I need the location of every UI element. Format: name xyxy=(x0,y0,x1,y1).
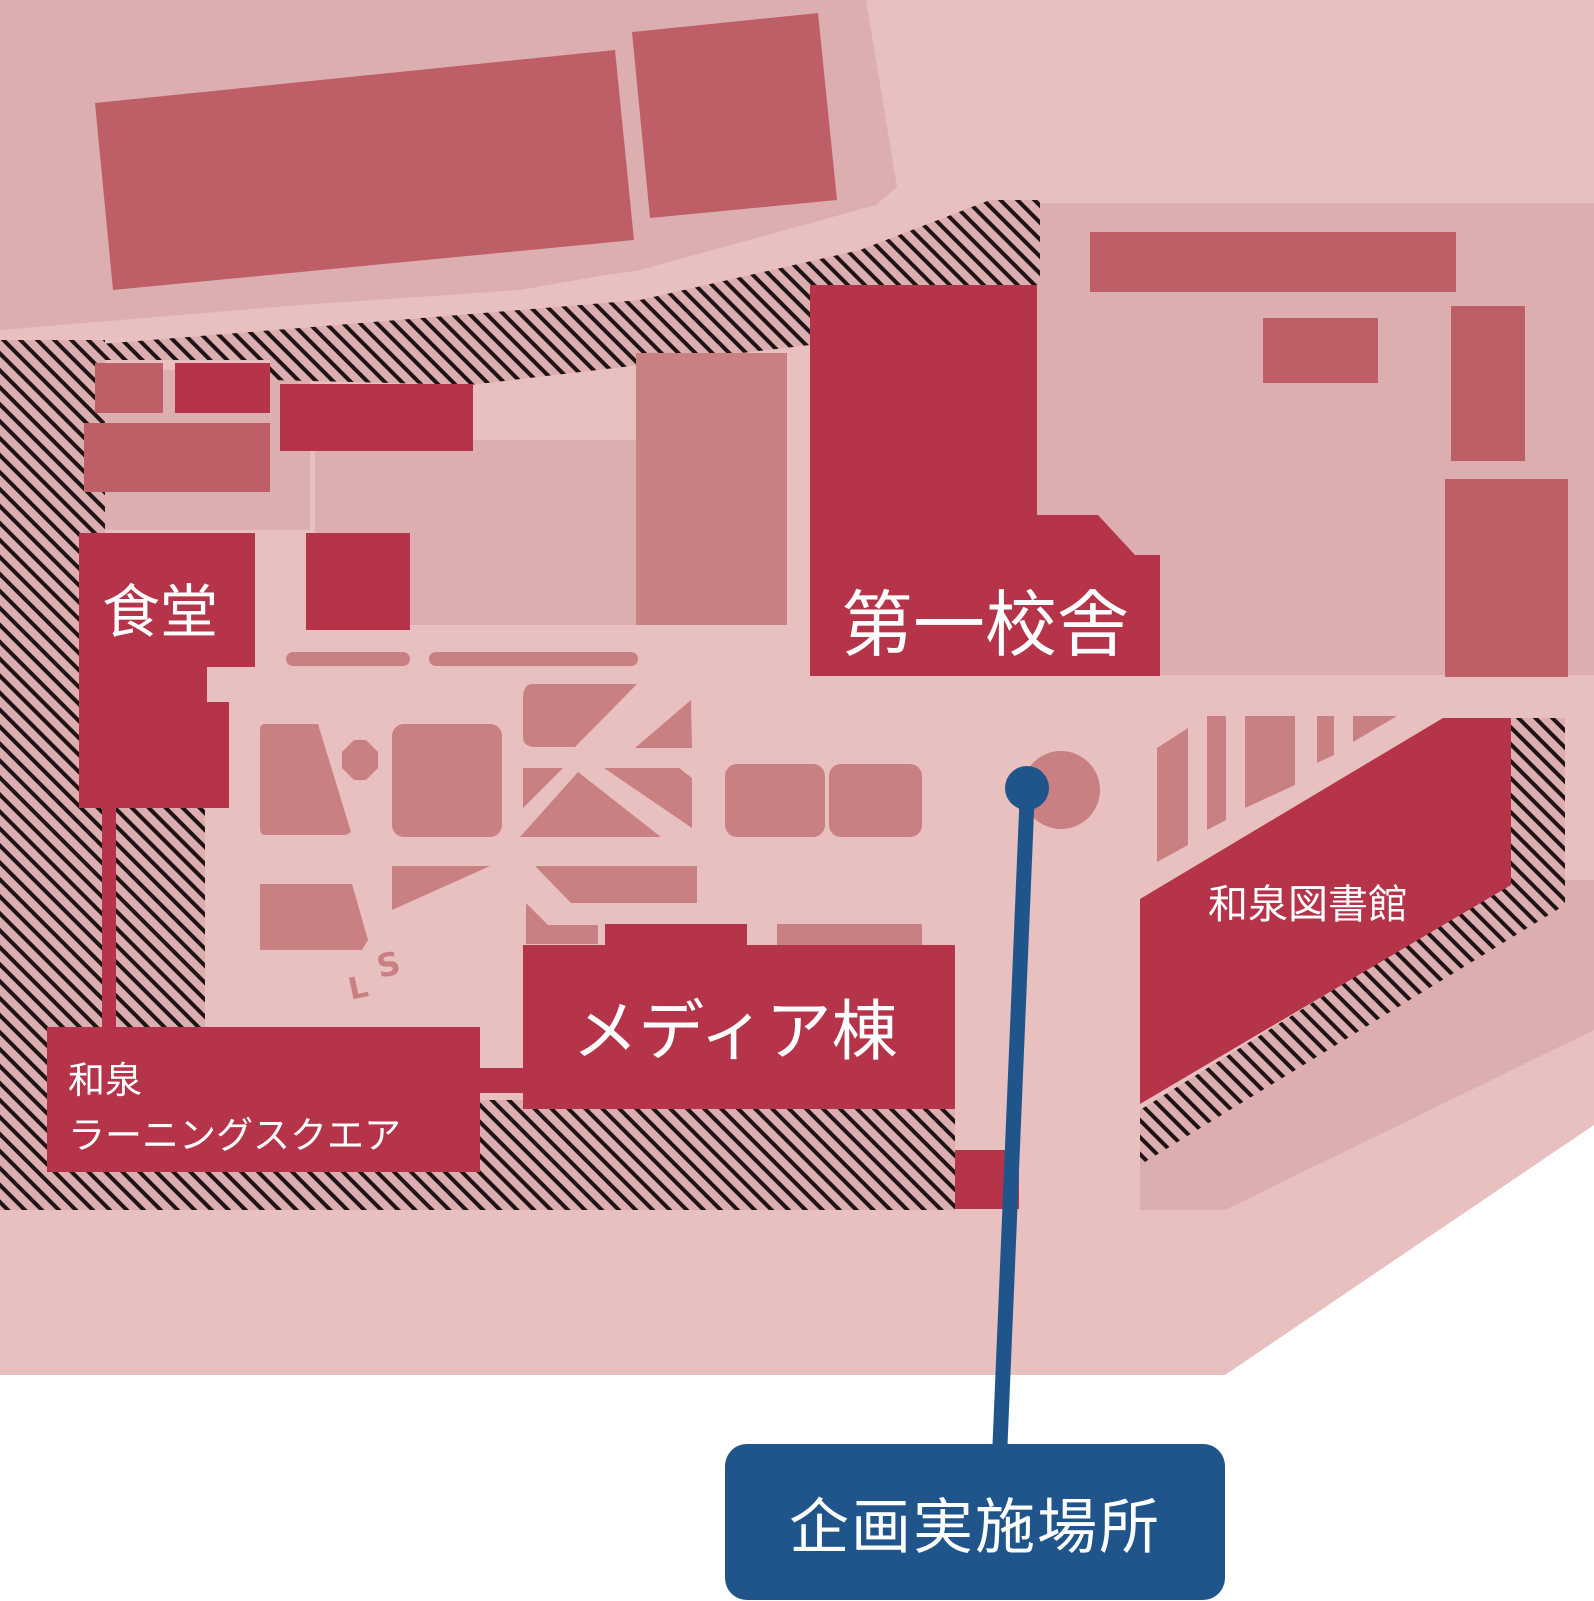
callout-label: 企画実施場所 xyxy=(789,1492,1161,1563)
building-label-first: 第一校舎 xyxy=(841,583,1129,667)
right-top-buildings xyxy=(1090,232,1568,677)
building-label-learning-square-1: 和泉 xyxy=(68,1059,142,1102)
building-izumi-library[interactable]: 和泉図書館 xyxy=(1140,718,1511,1104)
building-label-learning-square-2: ラーニングスクエア xyxy=(68,1114,401,1157)
library-side-structures xyxy=(1157,716,1397,862)
building-izumi-learning-square[interactable]: 和泉 ラーニングスクエア xyxy=(47,1027,523,1172)
top-buildings xyxy=(84,13,837,630)
building-first[interactable]: 第一校舎 xyxy=(810,285,1160,676)
building-media[interactable]: メディア棟 xyxy=(523,945,1019,1209)
event-location-callout[interactable]: 企画実施場所 xyxy=(725,1444,1225,1600)
courtyard-structures xyxy=(260,652,1100,950)
building-label-media: メディア棟 xyxy=(572,993,897,1070)
building-cafeteria[interactable]: 食堂 xyxy=(79,533,255,1031)
building-label-cafeteria: 食堂 xyxy=(102,578,218,646)
location-pin-icon[interactable] xyxy=(992,766,1049,1446)
building-label-library: 和泉図書館 xyxy=(1208,882,1408,928)
